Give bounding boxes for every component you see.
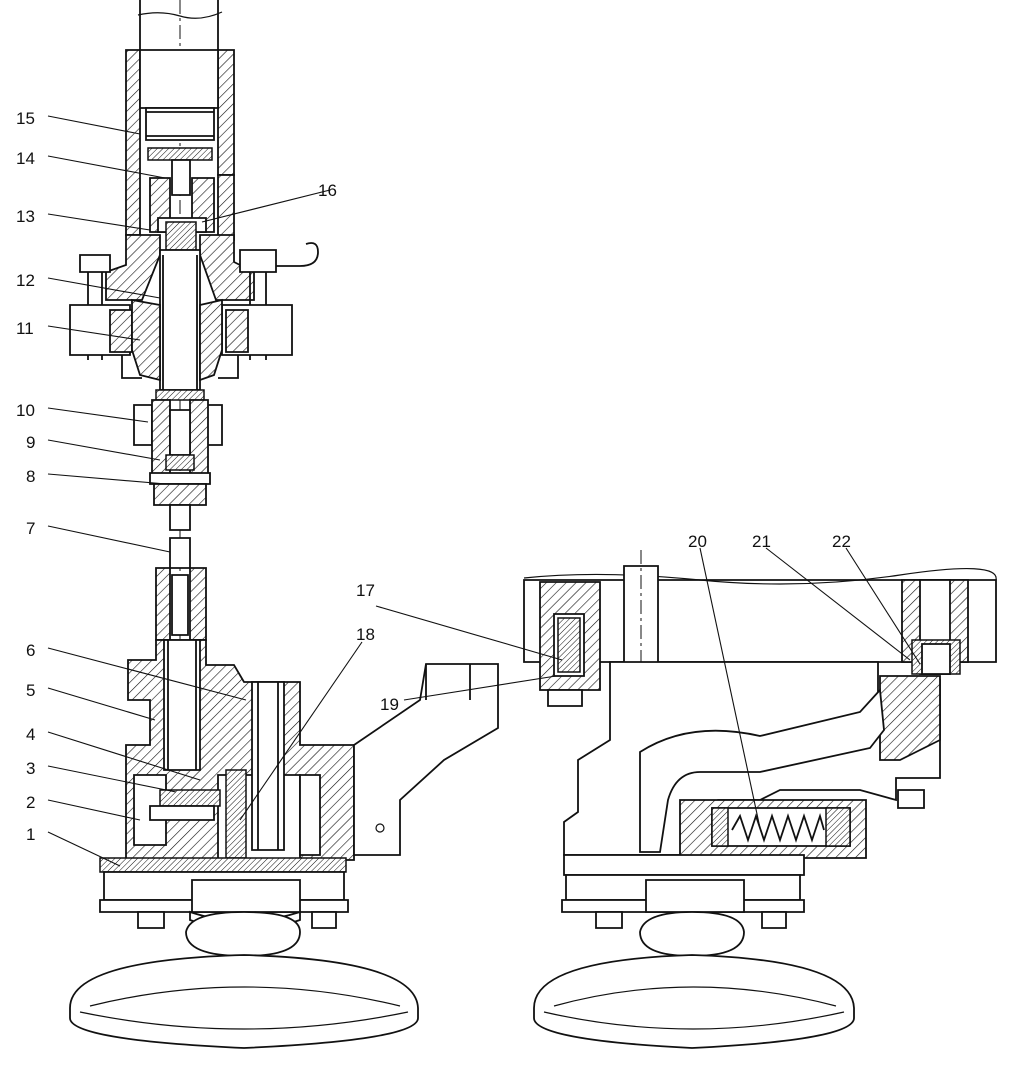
part-label-16: 16	[318, 181, 337, 200]
right-bolt-head	[239, 249, 277, 273]
left-bolt-head	[79, 254, 111, 273]
base-plate-part-1	[99, 857, 347, 873]
part-label-14: 14	[16, 149, 35, 168]
lower-pump-body	[69, 567, 499, 1049]
flange-block	[69, 234, 319, 391]
part-label-4: 4	[26, 725, 35, 744]
part-label-2: 2	[26, 793, 35, 812]
part-label-18: 18	[356, 625, 375, 644]
part-label-19: 19	[380, 695, 399, 714]
part-label-15: 15	[16, 109, 35, 128]
part-label-1: 1	[26, 825, 35, 844]
part-label-5: 5	[26, 681, 35, 700]
part-label-11: 11	[16, 319, 34, 338]
part-label-9: 9	[26, 433, 35, 452]
right-side-view	[523, 550, 997, 1049]
leader-lines	[47, 115, 921, 867]
coupling-section	[133, 389, 223, 569]
plug-part-15	[145, 107, 215, 141]
part-number-labels: 15 14 13 16 12 11 10 9 8 7 6 5 4 3 2 1 1…	[16, 109, 851, 844]
left-section-view	[69, 0, 499, 1049]
part-label-20: 20	[688, 532, 707, 551]
part-label-7: 7	[26, 519, 35, 538]
spring-part-20	[731, 812, 825, 843]
upper-housing	[125, 0, 235, 251]
part-label-22: 22	[832, 532, 851, 551]
part-label-13: 13	[16, 207, 35, 226]
part-label-6: 6	[26, 641, 35, 660]
part-label-12: 12	[16, 271, 35, 290]
part-label-3: 3	[26, 759, 35, 778]
part-label-21: 21	[752, 532, 771, 551]
part-label-10: 10	[16, 401, 35, 420]
part-label-8: 8	[26, 467, 35, 486]
part-label-17: 17	[356, 581, 375, 600]
bolt-part-17	[557, 617, 581, 673]
